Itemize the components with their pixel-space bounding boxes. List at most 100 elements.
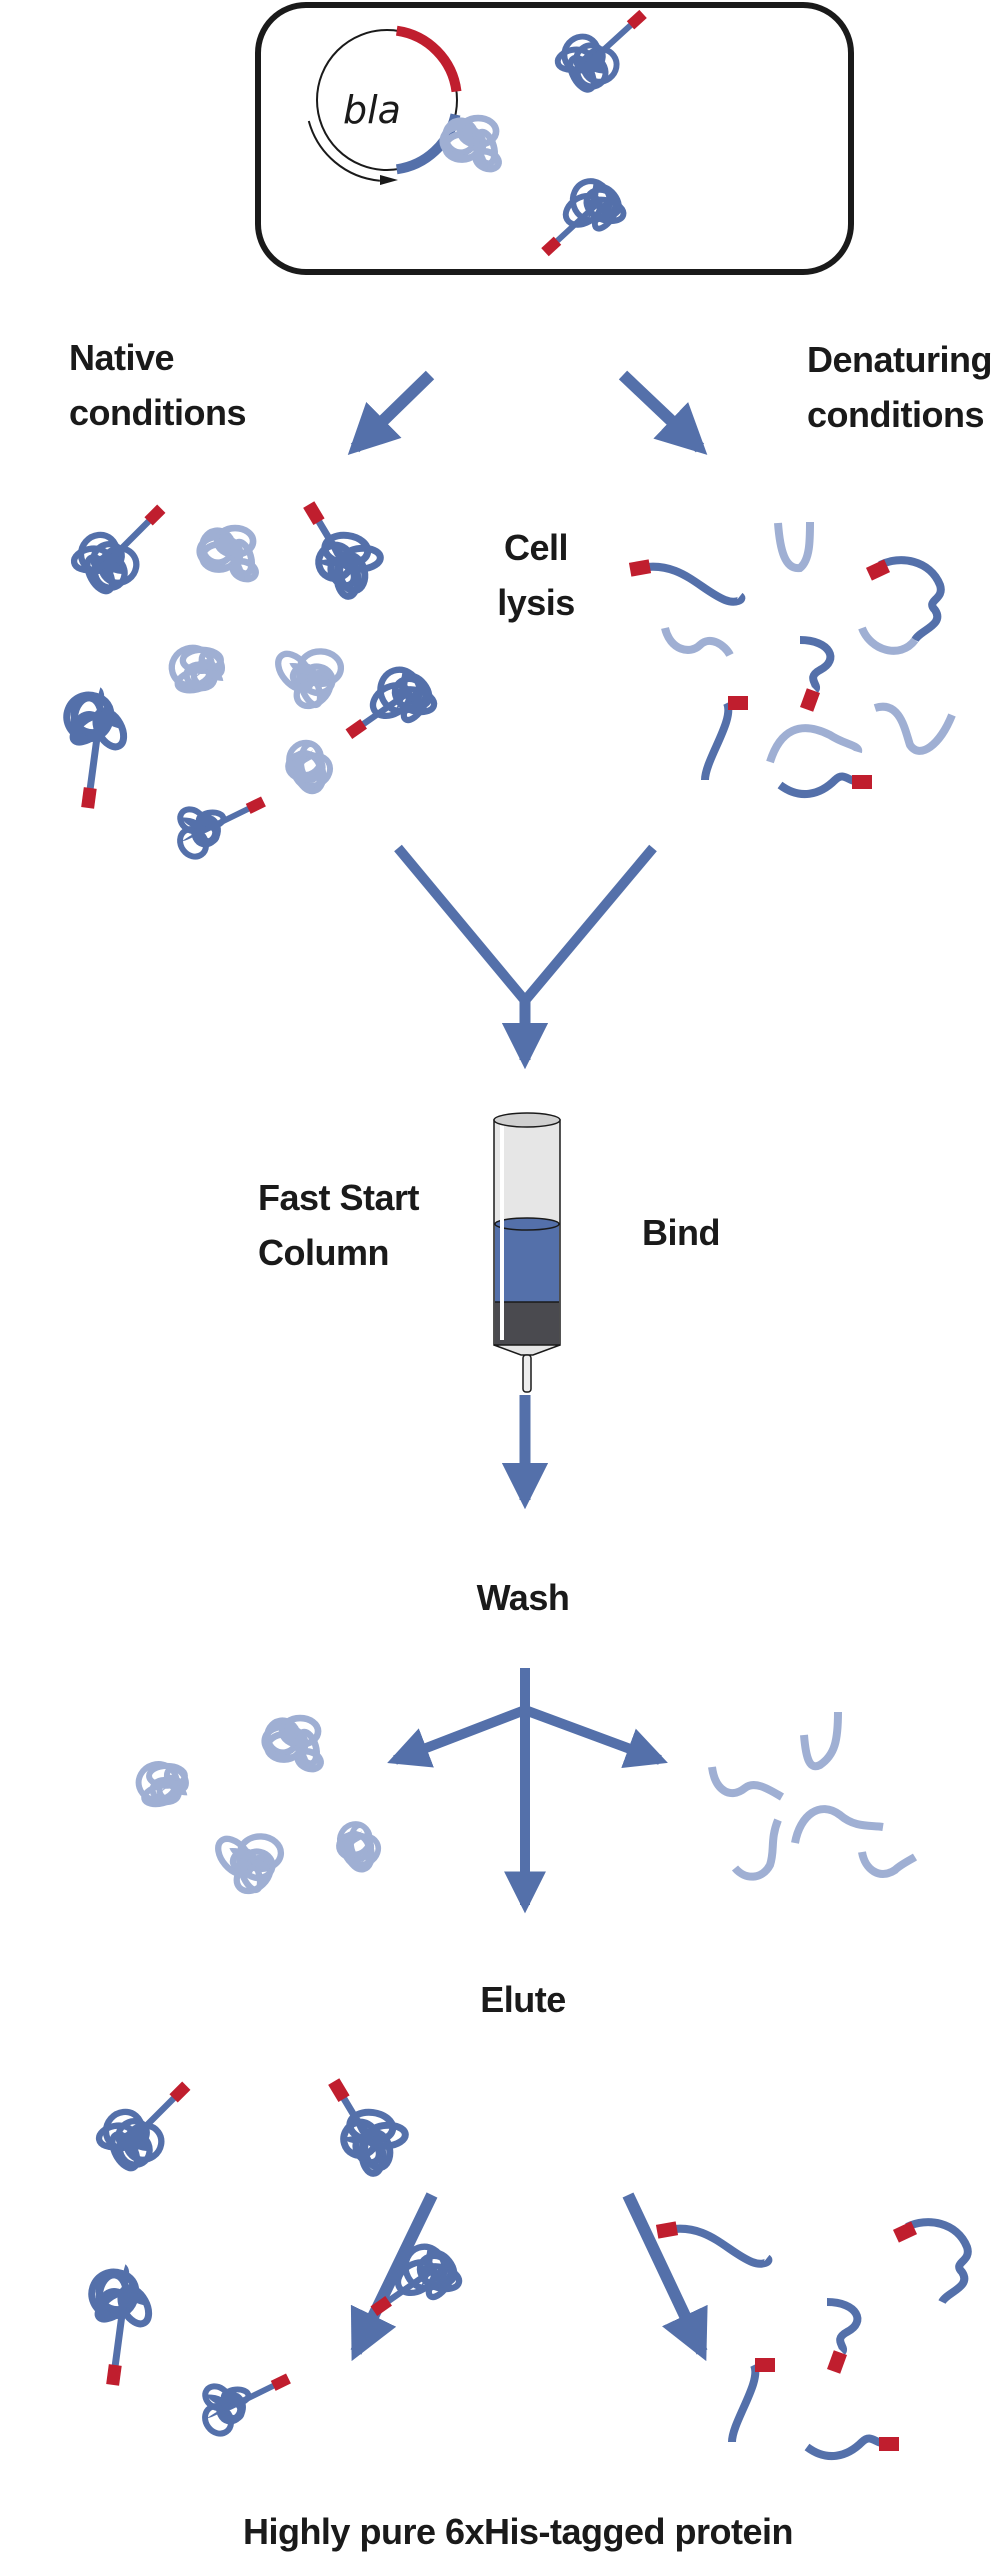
elute-step-label: Elute — [480, 1979, 566, 2020]
lysate-native-proteins — [63, 501, 438, 860]
his-tag-icon — [800, 688, 820, 712]
contaminant-folded-protein — [439, 114, 502, 173]
his-tag-icon — [655, 2221, 679, 2239]
tagged-folded-protein — [88, 2264, 153, 2386]
his-tag-icon — [755, 2358, 775, 2372]
his-tag-icon — [827, 2350, 847, 2374]
contaminant-unfolded-protein — [731, 1818, 782, 1881]
plasmid-gene-label: bla — [343, 88, 401, 132]
wash-native-contaminants — [135, 1714, 382, 1895]
denaturing-line2: conditions — [807, 394, 985, 435]
denaturing-conditions-label: Denaturing conditions — [807, 332, 993, 442]
tagged-unfolded-protein — [628, 559, 746, 606]
contaminant-unfolded-protein — [708, 1766, 785, 1801]
eluate-denatured-proteins — [655, 2218, 972, 2461]
his-tag-icon — [541, 202, 599, 257]
tagged-unfolded-protein — [826, 2298, 862, 2374]
column-top-rim — [493, 1112, 561, 1128]
tagged-folded-protein — [303, 501, 384, 600]
contaminant-unfolded-protein — [800, 1711, 842, 1771]
his-tag-icon — [728, 696, 748, 710]
his-tag-icon — [101, 504, 166, 569]
contaminant-folded-protein — [196, 524, 259, 583]
plasmid-backbone — [316, 29, 458, 171]
contaminant-folded-protein — [215, 1833, 285, 1895]
merge-line-right — [519, 844, 657, 1007]
tagged-folded-protein — [328, 2078, 409, 2177]
fast-start-column-label: Fast Start Column — [258, 1170, 420, 1280]
his-tag-icon — [81, 711, 104, 809]
tagged-folded-protein — [63, 687, 128, 809]
tagged-folded-protein — [95, 2081, 191, 2172]
expression-cell — [255, 2, 854, 275]
tagged-unfolded-protein — [799, 636, 835, 712]
tagged-unfolded-protein — [728, 2358, 775, 2443]
folded-protein-icon — [196, 524, 259, 583]
tagged-folded-protein — [541, 178, 627, 257]
tagged-unfolded-protein — [892, 2218, 972, 2305]
contaminant-unfolded-protein — [791, 1805, 884, 1844]
folded-protein-icon — [369, 666, 438, 724]
tagged-unfolded-protein — [777, 772, 872, 799]
tagged-folded-protein — [370, 2243, 463, 2316]
result-label: Highly pure 6xHis-tagged protein — [242, 2511, 794, 2552]
contaminant-unfolded-protein — [766, 724, 863, 764]
native-conditions-label: Native conditions — [69, 330, 247, 440]
folded-protein-icon — [394, 2243, 463, 2301]
wash-arrow-denatured — [523, 1705, 668, 1769]
contaminant-unfolded-protein — [661, 626, 734, 658]
folded-protein-icon — [439, 114, 502, 173]
contaminant-folded-protein — [168, 644, 226, 694]
tagged-unfolded-protein — [701, 696, 748, 781]
liquid-surface — [494, 1217, 560, 1231]
bla-resistance-arrow — [307, 120, 380, 182]
his-tag-icon — [628, 559, 652, 577]
folded-protein-icon — [215, 1833, 285, 1895]
merge-line-left — [394, 844, 531, 1007]
wash-arrow-native — [387, 1705, 527, 1768]
tagged-unfolded-protein — [804, 2434, 899, 2461]
wash-step-label: Wash — [476, 1577, 570, 1618]
folded-protein-icon — [261, 1714, 324, 1773]
column-line2: Column — [258, 1232, 389, 1273]
column-resin — [495, 1302, 559, 1345]
his-tag-icon — [892, 2221, 918, 2243]
folded-protein-icon — [275, 648, 345, 710]
folded-protein-icon — [285, 739, 334, 795]
folded-protein-icon — [177, 806, 227, 860]
his-tag-icon — [202, 796, 266, 833]
folded-protein-icon — [336, 1821, 382, 1873]
tagged-unfolded-protein — [655, 2221, 773, 2268]
tagged-folded-protein — [345, 666, 438, 739]
contaminant-folded-protein — [261, 1714, 324, 1773]
cell-outline — [255, 2, 854, 275]
arrowhead-icon — [380, 175, 398, 185]
wash-denatured-contaminants — [708, 1711, 918, 1881]
cell-proteins — [439, 9, 647, 257]
contaminant-unfolded-protein — [774, 521, 814, 573]
his-tag-icon — [126, 2081, 191, 2146]
column-line1: Fast Start — [258, 1177, 420, 1218]
lysis-line1: Cell — [503, 527, 569, 568]
folded-protein-icon — [95, 2108, 165, 2172]
his-tag-icon — [106, 2288, 129, 2386]
lysate-denatured-proteins — [628, 521, 956, 799]
folded-protein-icon — [202, 2383, 252, 2437]
his-tag-icon — [370, 2268, 434, 2316]
his-tag-coding-region — [395, 25, 462, 93]
cell-lysis-label: Cell lysis — [486, 520, 586, 630]
contaminant-unfolded-protein — [858, 1851, 918, 1878]
tagged-folded-protein — [554, 9, 647, 93]
tagged-folded-protein — [202, 2373, 291, 2437]
his-tag-icon — [852, 775, 872, 789]
column-outlet — [493, 1344, 561, 1356]
contaminant-folded-protein — [135, 1761, 189, 1808]
tagged-folded-protein — [177, 796, 266, 860]
his-tag-icon — [584, 9, 647, 68]
arrow-to-denaturing — [618, 370, 708, 455]
tagged-folded-protein — [70, 504, 166, 595]
contaminant-folded-protein — [275, 648, 345, 710]
tagged-unfolded-protein — [865, 556, 945, 643]
contaminant-folded-protein — [336, 1821, 382, 1873]
his-tag-icon — [328, 2078, 374, 2146]
